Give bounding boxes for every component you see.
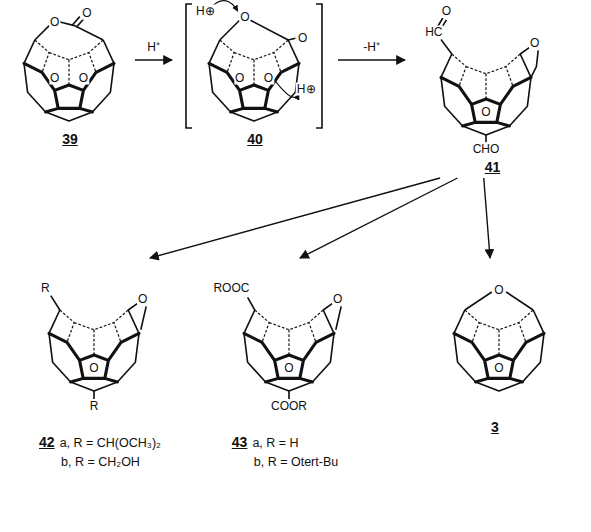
reagent-label: -H⁺ [361,40,382,54]
label-line: b, R = CH₂OH [61,452,161,471]
compound-number: 41 [485,159,501,175]
atom-label: O [239,10,250,23]
label-block: 39 [62,130,78,148]
compound-number: 42 [39,434,55,450]
compound-number: 43 [232,434,248,450]
atom-label: R [89,400,100,413]
atom-label: COOR [270,400,308,413]
structure-stroke [51,296,146,400]
atom-label: O [81,7,92,20]
label-line: 3 [491,418,499,436]
structure-41 [437,18,538,142]
substituent-note: b, R = Otert-Bu [254,455,338,469]
structure-stroke [35,17,103,40]
reaction-arrow [338,59,405,60]
atom-label: H⊕ [296,82,317,95]
substituent-note: a, R = CH(OCH₃)₂ [60,436,161,450]
structure-40 [209,1,299,121]
atom-label: O [441,4,452,17]
label-line: b, R = Otert-Bu [254,452,338,471]
atom-label: O [88,361,99,374]
label-block: 42 a, R = CH(OCH₃)₂ b, R = CH₂OH [39,433,161,471]
atom-label: O [49,71,60,84]
atom-label: O [137,293,148,306]
label-line: 42 a, R = CH(OCH₃)₂ [39,433,161,452]
structure-3 [454,292,544,391]
compound-node: 40 [172,0,338,150]
atom-label: R [40,282,51,295]
compound-number: 3 [491,419,499,435]
structure-stroke [454,310,544,391]
atom-label: O [529,37,540,50]
substituent-note: a, R = H [252,436,298,450]
atom-label: O [283,361,294,374]
label-line: 41 [485,158,501,176]
label-block: 40 [247,130,263,148]
compound-number: 39 [62,131,78,147]
atom-label: O [263,71,274,84]
atom-label: O [332,293,343,306]
structure-39 [24,17,114,121]
structure-43 [244,297,341,399]
structure-stroke [248,297,342,399]
structure-stroke [244,310,334,391]
label-block: 41 [485,158,501,176]
compound-number: 40 [247,131,263,147]
structure-stroke [220,20,296,40]
reagent-label: H⁺ [145,40,162,54]
structure-stroke [24,40,114,121]
atom-label: ROOC [212,282,250,295]
reaction-arrow [135,59,172,60]
structure-stroke [209,40,299,121]
label-line: 40 [247,130,263,148]
reaction-arrow [150,178,440,258]
label-block: 43 a, R = H b, R = Otert-Bu [232,433,338,471]
atom-label: O [297,32,308,45]
atom-label: O [49,16,60,29]
atom-label: O [78,71,89,84]
structure-stroke [49,310,139,391]
compound-node: 39 [5,0,135,150]
atom-label: O [493,284,504,297]
reaction-arrow [484,178,490,258]
atom-label: HC [424,26,443,39]
label-line: 43 a, R = H [232,433,338,452]
atom-label: O [480,105,491,118]
atom-label: O [234,71,245,84]
curved-arrow [213,1,238,12]
compound-node: 42 a, R = CH(OCH₃)₂ b, R = CH₂OH [5,258,195,473]
atom-label: CHO [472,143,501,156]
atom-label: H⊕ [195,5,216,18]
label-line: 39 [62,130,78,148]
atom-label: O [493,361,504,374]
substituent-note: b, R = CH₂OH [61,455,140,469]
structure-stroke [437,18,538,142]
reaction-arrow [300,178,458,258]
bracket [186,4,322,128]
structure-stroke [441,54,531,135]
label-block: 3 [491,418,499,436]
structure-42 [49,296,146,400]
